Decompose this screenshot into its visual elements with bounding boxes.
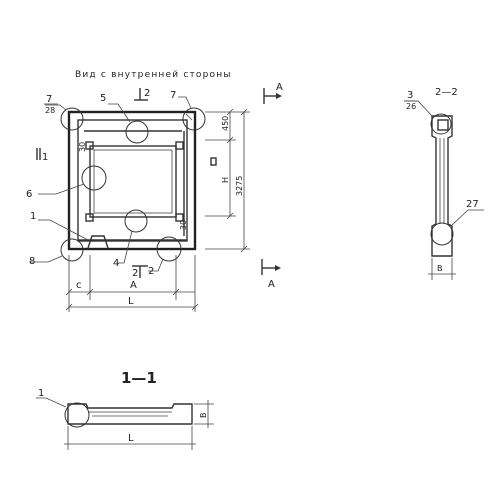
- dim-h-s11: В: [199, 413, 208, 419]
- section-2-2: 2—2 3 26 27 В: [404, 87, 484, 280]
- leader-7-tl: [45, 104, 67, 111]
- dim-30-br: 30: [179, 220, 188, 230]
- plate-tl: [85, 141, 94, 150]
- section-2-2-body: [431, 115, 453, 257]
- dim-3275: 3275: [235, 176, 244, 196]
- callout-circle-5: [125, 120, 149, 144]
- cut-1-label: 1: [42, 152, 48, 163]
- dim-30-tl: 30: [78, 142, 87, 152]
- callout-circle-2: [156, 236, 182, 262]
- callout-circle-3: [430, 113, 452, 135]
- section-2-2-title: 2—2: [435, 87, 458, 98]
- callout-3-bot: 26: [406, 102, 416, 111]
- opening: [89, 145, 177, 218]
- plate-tr: [175, 141, 184, 150]
- view-title: Вид с внутренней стороны: [75, 70, 232, 80]
- tick-3: [226, 212, 234, 220]
- panel-outline: [67, 110, 197, 251]
- leader-8: [30, 255, 63, 263]
- tick-2: [226, 136, 234, 144]
- leader-27: [450, 209, 484, 227]
- callout-7-tl-bot: 28: [45, 106, 55, 115]
- callout-circle-7-tl: [60, 107, 84, 131]
- view-marker-a-top: A: [263, 82, 283, 104]
- callout-circle-6: [81, 165, 107, 191]
- section-1-1-title: 1—1: [121, 369, 157, 387]
- callout-1-section: 1: [38, 388, 44, 399]
- callout-4: 4: [113, 258, 119, 269]
- tick-b1: [65, 288, 73, 296]
- cut-2-top-label: 2: [144, 88, 150, 99]
- section-2-2-cap: [437, 119, 449, 131]
- tick-b2: [86, 288, 94, 296]
- view-a-top-arrow: [276, 93, 282, 99]
- main-view: 7 28 5 7 6 1 8 4 2 1 2 2: [26, 82, 283, 312]
- view-a-top-label: A: [276, 82, 283, 93]
- callout-3-top: 3: [407, 90, 413, 101]
- dim-c: c: [76, 280, 82, 291]
- bottom-detail: [87, 235, 109, 249]
- corner-tick-1: [185, 113, 193, 121]
- tick-b5: [191, 303, 199, 311]
- callout-8: 8: [29, 256, 35, 267]
- callout-1: 1: [30, 211, 36, 222]
- callout-circle-4: [124, 209, 148, 233]
- leader-5: [108, 103, 131, 123]
- leader-7-tr: [178, 96, 192, 109]
- bottom-dimensions: c A L: [65, 255, 199, 312]
- view-marker-a-bottom: A: [261, 259, 281, 290]
- leader-2: [148, 258, 164, 272]
- leader-4: [118, 230, 133, 264]
- cut-2-bottom-label: 2: [132, 268, 138, 279]
- dim-h: H: [221, 177, 230, 183]
- callout-5: 5: [100, 93, 106, 104]
- callout-6: 6: [26, 189, 32, 200]
- right-dimensions: 450 H 3275 30 30: [78, 108, 250, 253]
- dim-a: A: [130, 280, 137, 291]
- leader-1-section: [36, 397, 67, 408]
- plate-br: [175, 213, 184, 222]
- cut-2-bottom-marker: 2: [132, 265, 148, 279]
- callout-circle-7-tr: [182, 107, 206, 131]
- tick-b4: [65, 303, 73, 311]
- callout-27: 27: [466, 199, 479, 210]
- callout-circle-1-section: [64, 402, 90, 428]
- callout-2: 2: [148, 266, 154, 277]
- tick-b3: [172, 288, 180, 296]
- cut-1-marker: 1: [36, 148, 48, 163]
- opening-inner: [93, 149, 173, 214]
- section-1-1: 1—1 1 В L: [36, 369, 214, 450]
- plate-bl: [85, 213, 94, 222]
- right-mark: [210, 157, 217, 166]
- callout-circle-27: [430, 222, 454, 246]
- dim-l-s11: L: [128, 433, 134, 444]
- leader-1: [38, 219, 89, 241]
- tick-5: [240, 245, 248, 253]
- callout-7-tr: 7: [170, 90, 176, 101]
- view-a-bot-arrow: [275, 265, 281, 271]
- tick-1: [226, 108, 234, 116]
- callout-circle-8: [60, 238, 84, 262]
- section-1-1-body: [67, 403, 193, 425]
- dim-450: 450: [221, 116, 230, 131]
- cut-2-top-marker: 2: [134, 88, 150, 101]
- dim-l: L: [128, 296, 134, 307]
- tick-4: [240, 108, 248, 116]
- dim-b-s22: В: [437, 264, 443, 273]
- panel-inner-frame: [77, 119, 188, 242]
- leader-6: [38, 183, 85, 195]
- callout-7-tl-top: 7: [46, 94, 52, 105]
- view-a-bottom-label: A: [268, 279, 275, 290]
